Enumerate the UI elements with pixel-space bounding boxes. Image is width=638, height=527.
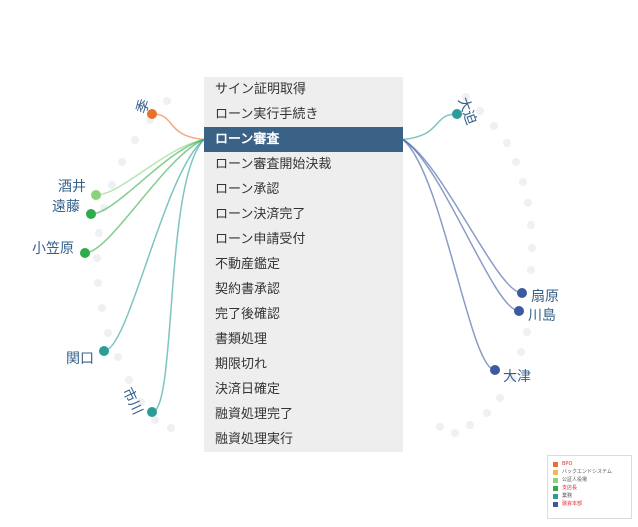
person-task-link — [151, 138, 205, 413]
legend: BPO バックエンドシステム公証人役場支店長業務融資本部 — [547, 455, 632, 519]
inactive-person-dot[interactable] — [98, 304, 106, 312]
task-item[interactable]: ローン実行手続き — [215, 107, 319, 122]
person-dot[interactable] — [147, 407, 157, 417]
inactive-person-dot[interactable] — [118, 158, 126, 166]
legend-swatch — [553, 478, 558, 483]
person-task-link — [95, 138, 205, 196]
task-item[interactable]: ローン承認 — [215, 182, 280, 197]
inactive-person-dot[interactable] — [496, 394, 504, 402]
person-label[interactable]: 川島 — [528, 308, 556, 324]
legend-label: 業務 — [562, 493, 573, 499]
task-item[interactable]: 書類処理 — [215, 332, 268, 347]
person-task-link — [402, 138, 496, 371]
inactive-person-dot[interactable] — [524, 199, 532, 207]
legend-swatch — [553, 462, 558, 467]
inactive-person-dot[interactable] — [523, 328, 531, 336]
inactive-person-dot[interactable] — [95, 229, 103, 237]
person-task-link — [402, 138, 520, 312]
inactive-person-dot[interactable] — [508, 374, 516, 382]
inactive-person-dot[interactable] — [131, 136, 139, 144]
inactive-person-dot[interactable] — [527, 221, 535, 229]
person-task-link — [84, 138, 205, 254]
person-label[interactable]: 酒井 — [58, 179, 86, 195]
legend-item: 支店長 — [553, 485, 577, 493]
task-item[interactable]: 完了後確認 — [215, 307, 281, 322]
legend-item: バックエンドシステム — [553, 469, 612, 477]
person-dot[interactable] — [80, 248, 90, 258]
person-label[interactable]: 大津 — [503, 369, 531, 385]
task-item[interactable]: サイン証明取得 — [215, 82, 307, 97]
person-label[interactable]: 扇原 — [531, 289, 559, 305]
person-dot[interactable] — [452, 109, 462, 119]
person-dot[interactable] — [147, 109, 157, 119]
inactive-person-dot[interactable] — [519, 178, 527, 186]
inactive-person-dot[interactable] — [436, 423, 444, 431]
inactive-person-dot[interactable] — [125, 376, 133, 384]
legend-item: BPO — [553, 461, 572, 469]
task-item[interactable]: ローン決済完了 — [215, 207, 306, 222]
inactive-person-dot[interactable] — [114, 353, 122, 361]
task-item[interactable]: 不動産鑑定 — [215, 257, 281, 272]
person-task-link — [103, 138, 205, 352]
inactive-person-dot[interactable] — [462, 93, 470, 101]
person-task-link — [90, 138, 205, 215]
legend-label: 融資本部 — [562, 501, 583, 507]
person-label[interactable]: 小笠原 — [32, 241, 74, 257]
inactive-person-dot[interactable] — [528, 244, 536, 252]
person-dot[interactable] — [517, 288, 527, 298]
inactive-person-dot[interactable] — [527, 266, 535, 274]
person-task-link — [151, 113, 205, 141]
person-dot[interactable] — [91, 190, 101, 200]
inactive-person-dot[interactable] — [490, 122, 498, 130]
task-item[interactable]: 融資処理完了 — [215, 407, 294, 422]
inactive-person-dot[interactable] — [483, 409, 491, 417]
inactive-person-dot[interactable] — [512, 158, 520, 166]
legend-label: BPO — [562, 461, 573, 467]
legend-item: 業務 — [553, 493, 572, 501]
person-task-link — [402, 138, 523, 294]
legend-swatch — [553, 502, 558, 507]
legend-label: 公証人役場 — [562, 477, 588, 483]
inactive-person-dot[interactable] — [100, 204, 108, 212]
task-item[interactable]: 決済日確定 — [215, 382, 281, 397]
person-dot[interactable] — [86, 209, 96, 219]
task-item[interactable]: ローン審査 — [204, 127, 403, 152]
person-dot[interactable] — [514, 306, 524, 316]
inactive-person-dot[interactable] — [94, 279, 102, 287]
task-item[interactable]: 融資処理実行 — [215, 432, 294, 447]
inactive-person-dot[interactable] — [167, 424, 175, 432]
inactive-person-dot[interactable] — [476, 107, 484, 115]
task-item[interactable]: ローン申請受付 — [215, 232, 306, 247]
person-label[interactable]: 遠藤 — [52, 199, 80, 215]
person-dot[interactable] — [490, 365, 500, 375]
inactive-person-dot[interactable] — [503, 139, 511, 147]
task-item[interactable]: 期限切れ — [215, 357, 268, 372]
task-item[interactable]: ローン審査開始決裁 — [215, 157, 332, 172]
legend-item: 公証人役場 — [553, 477, 587, 485]
inactive-person-dot[interactable] — [137, 398, 145, 406]
person-label[interactable]: 関口 — [66, 351, 94, 367]
person-dot[interactable] — [99, 346, 109, 356]
inactive-person-dot[interactable] — [163, 97, 171, 105]
inactive-person-dot[interactable] — [151, 416, 159, 424]
legend-label: バックエンドシステム — [562, 469, 612, 475]
legend-swatch — [553, 470, 558, 475]
person-task-link — [402, 113, 458, 141]
person-label[interactable]: 季 — [134, 97, 154, 116]
inactive-person-dot[interactable] — [93, 254, 101, 262]
legend-swatch — [553, 494, 558, 499]
inactive-person-dot[interactable] — [108, 181, 116, 189]
inactive-person-dot[interactable] — [104, 329, 112, 337]
inactive-person-dot[interactable] — [466, 421, 474, 429]
task-item[interactable]: 契約書承認 — [215, 282, 281, 297]
legend-swatch — [553, 486, 558, 491]
legend-label: 支店長 — [562, 485, 578, 491]
legend-item: 融資本部 — [553, 501, 582, 509]
inactive-person-dot[interactable] — [517, 348, 525, 356]
inactive-person-dot[interactable] — [451, 429, 459, 437]
